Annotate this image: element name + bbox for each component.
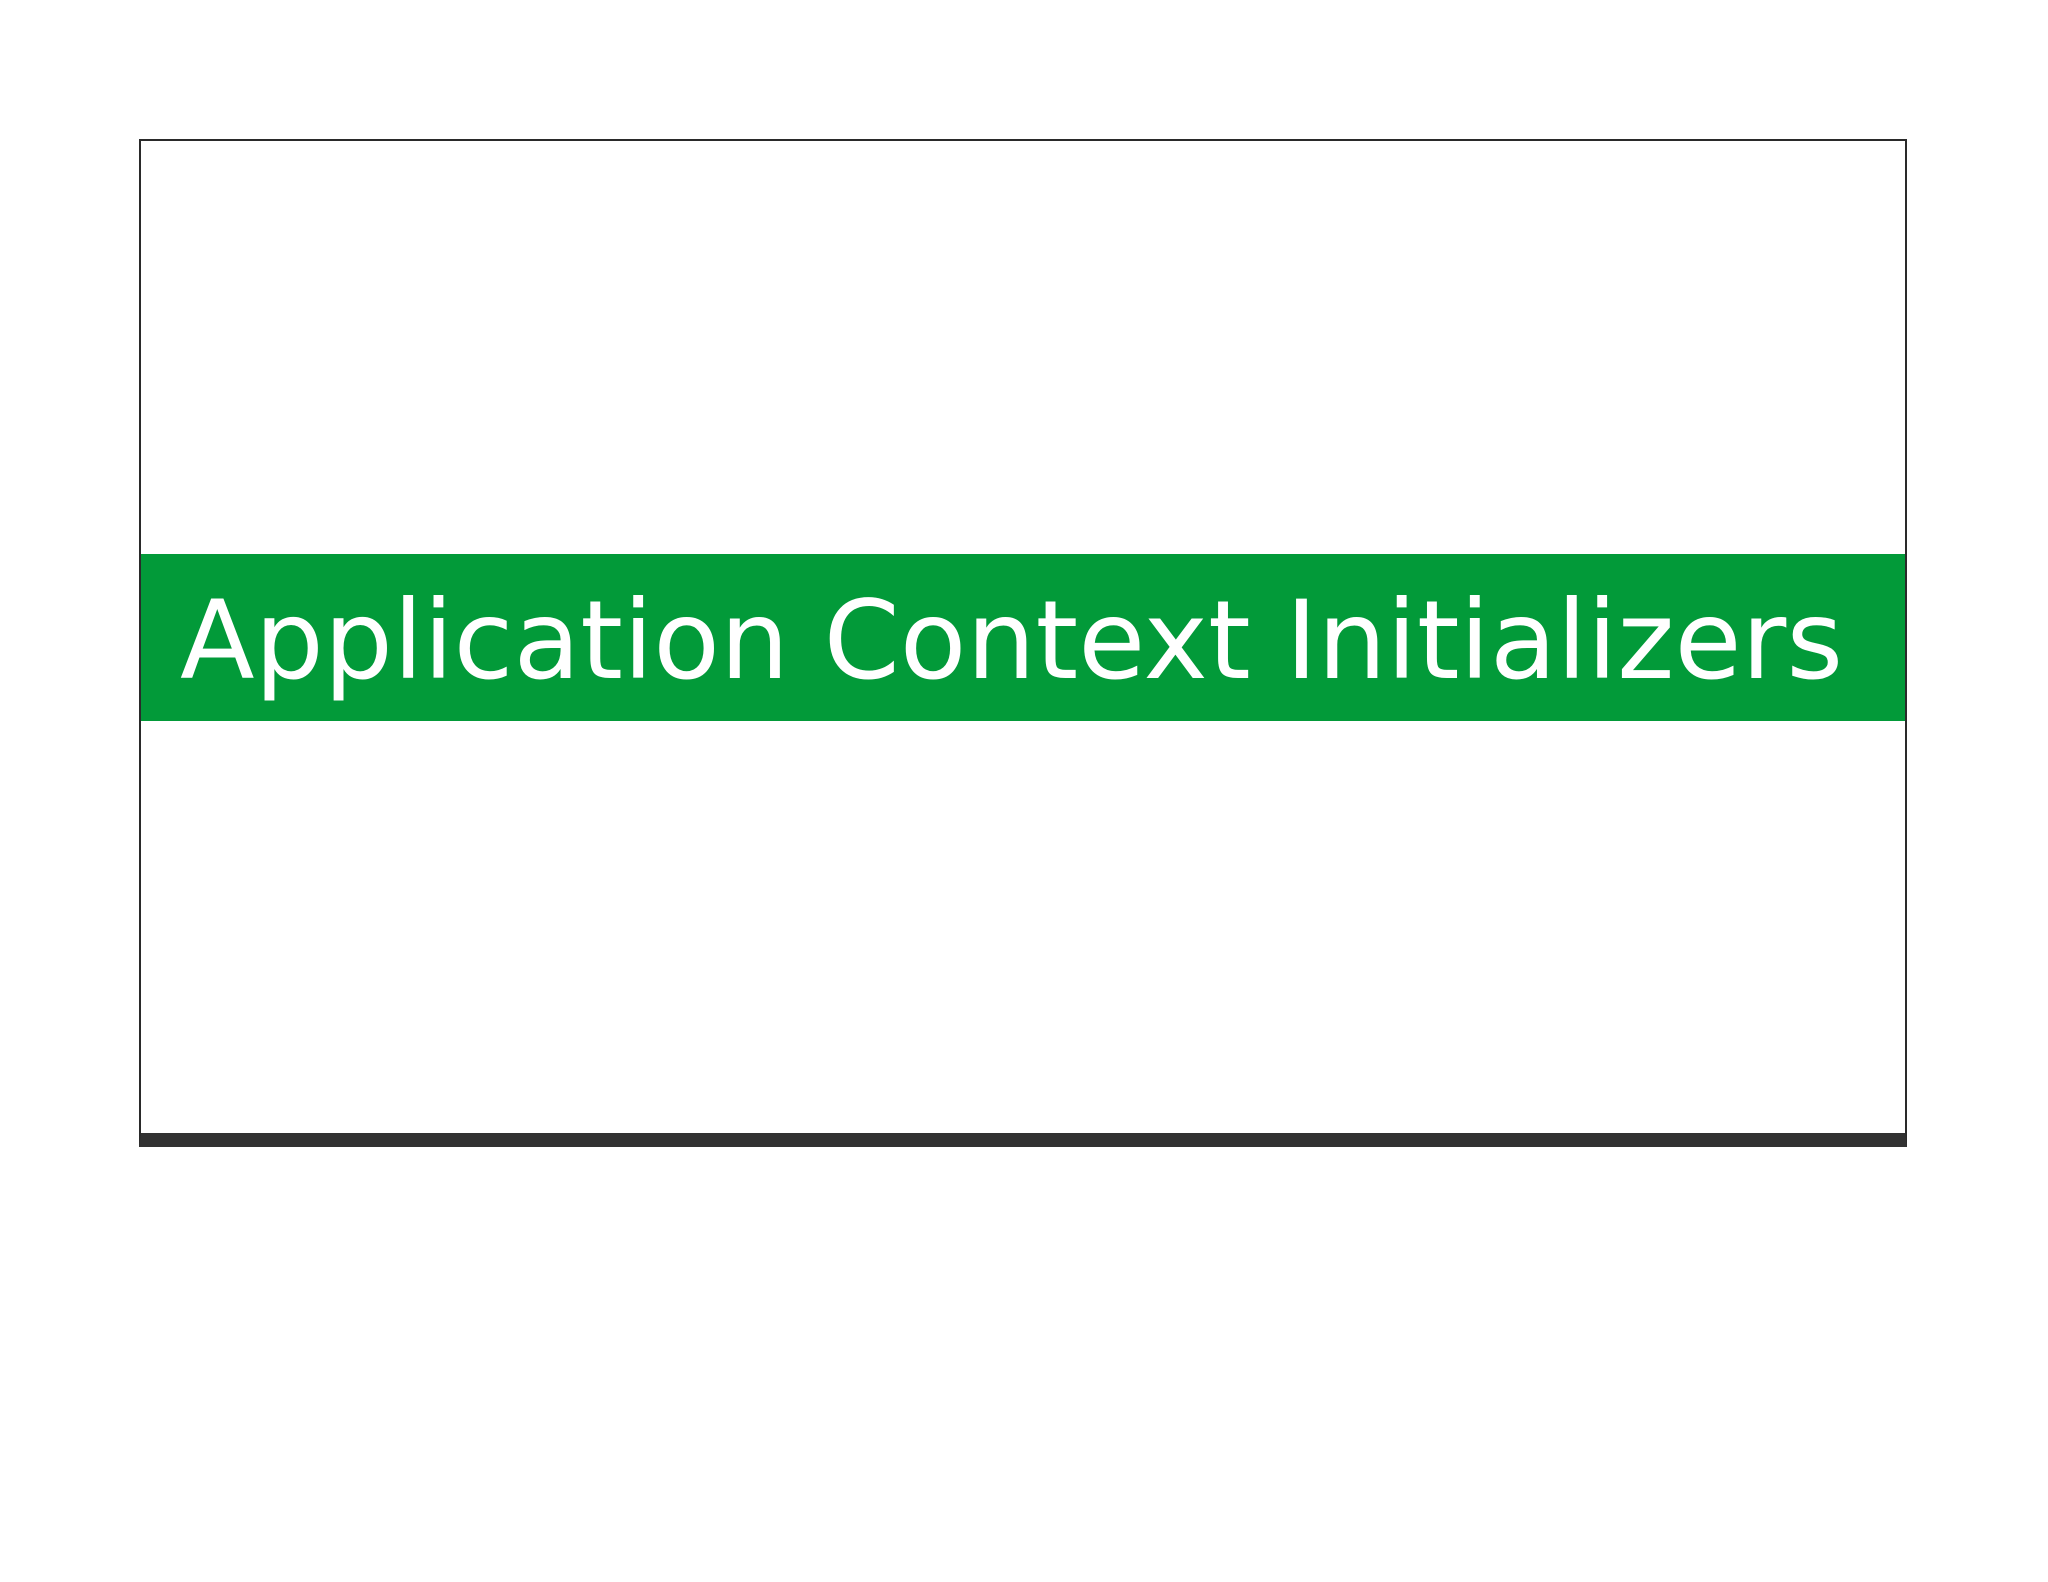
slide-frame: Application Context Initializers	[139, 139, 1907, 1147]
slide-title: Application Context Initializers	[180, 577, 1844, 704]
title-banner: Application Context Initializers	[141, 554, 1905, 721]
